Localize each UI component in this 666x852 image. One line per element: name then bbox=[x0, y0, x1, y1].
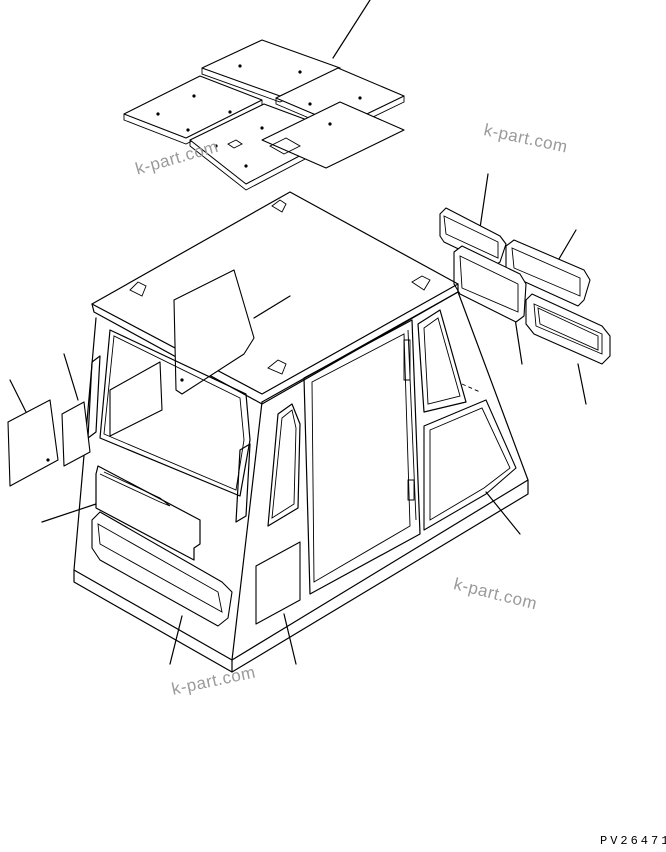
pad-lower-front bbox=[91, 511, 233, 627]
leader-lower-left bbox=[41, 503, 97, 523]
door-hinge bbox=[403, 339, 411, 381]
cab-roof bbox=[91, 191, 459, 395]
roof-cutout-large bbox=[269, 137, 301, 155]
cab-right-side bbox=[231, 291, 529, 661]
leader-pad-a bbox=[479, 173, 489, 229]
leader-left-front bbox=[9, 379, 27, 413]
side-window bbox=[267, 403, 301, 527]
cab-body bbox=[73, 191, 529, 673]
pad-rear-lower bbox=[453, 245, 527, 323]
roof-hook-front-right bbox=[267, 359, 287, 375]
leader-lower-front bbox=[169, 615, 183, 665]
roof-hook-front-left bbox=[129, 281, 147, 297]
front-windshield bbox=[99, 329, 251, 497]
pad-lower-side bbox=[255, 541, 301, 625]
cab-door bbox=[303, 319, 421, 595]
pad-rear-body bbox=[423, 399, 517, 531]
pad-rear-frame bbox=[525, 293, 611, 365]
leader-left-rear bbox=[63, 353, 79, 401]
left-exploded-pads bbox=[7, 353, 97, 523]
leader-rear-body bbox=[485, 491, 521, 535]
roof-panel-5 bbox=[261, 101, 405, 169]
leader-roof-pad bbox=[253, 295, 291, 319]
roof-hook-right bbox=[411, 275, 431, 291]
pad-left-front bbox=[7, 399, 59, 487]
rear-window-pads bbox=[439, 173, 611, 405]
roof-cutout-small bbox=[227, 139, 243, 149]
pad-front-inner bbox=[109, 361, 163, 437]
pad-roof-front bbox=[173, 269, 255, 395]
pad-left-rear bbox=[61, 401, 91, 467]
lower-front-panel bbox=[95, 465, 201, 561]
drawing-code: PV26471 bbox=[600, 834, 666, 848]
handrail-left bbox=[87, 355, 101, 439]
handrail-front bbox=[235, 443, 251, 523]
leader-pad-b bbox=[555, 229, 577, 265]
roof-panel-group bbox=[123, 0, 405, 191]
rear-window bbox=[417, 309, 467, 413]
leader-pad-d bbox=[577, 363, 587, 405]
roof-hook-rear bbox=[271, 199, 287, 213]
leader-lower-side bbox=[283, 613, 297, 665]
leader-roof bbox=[332, 0, 371, 59]
